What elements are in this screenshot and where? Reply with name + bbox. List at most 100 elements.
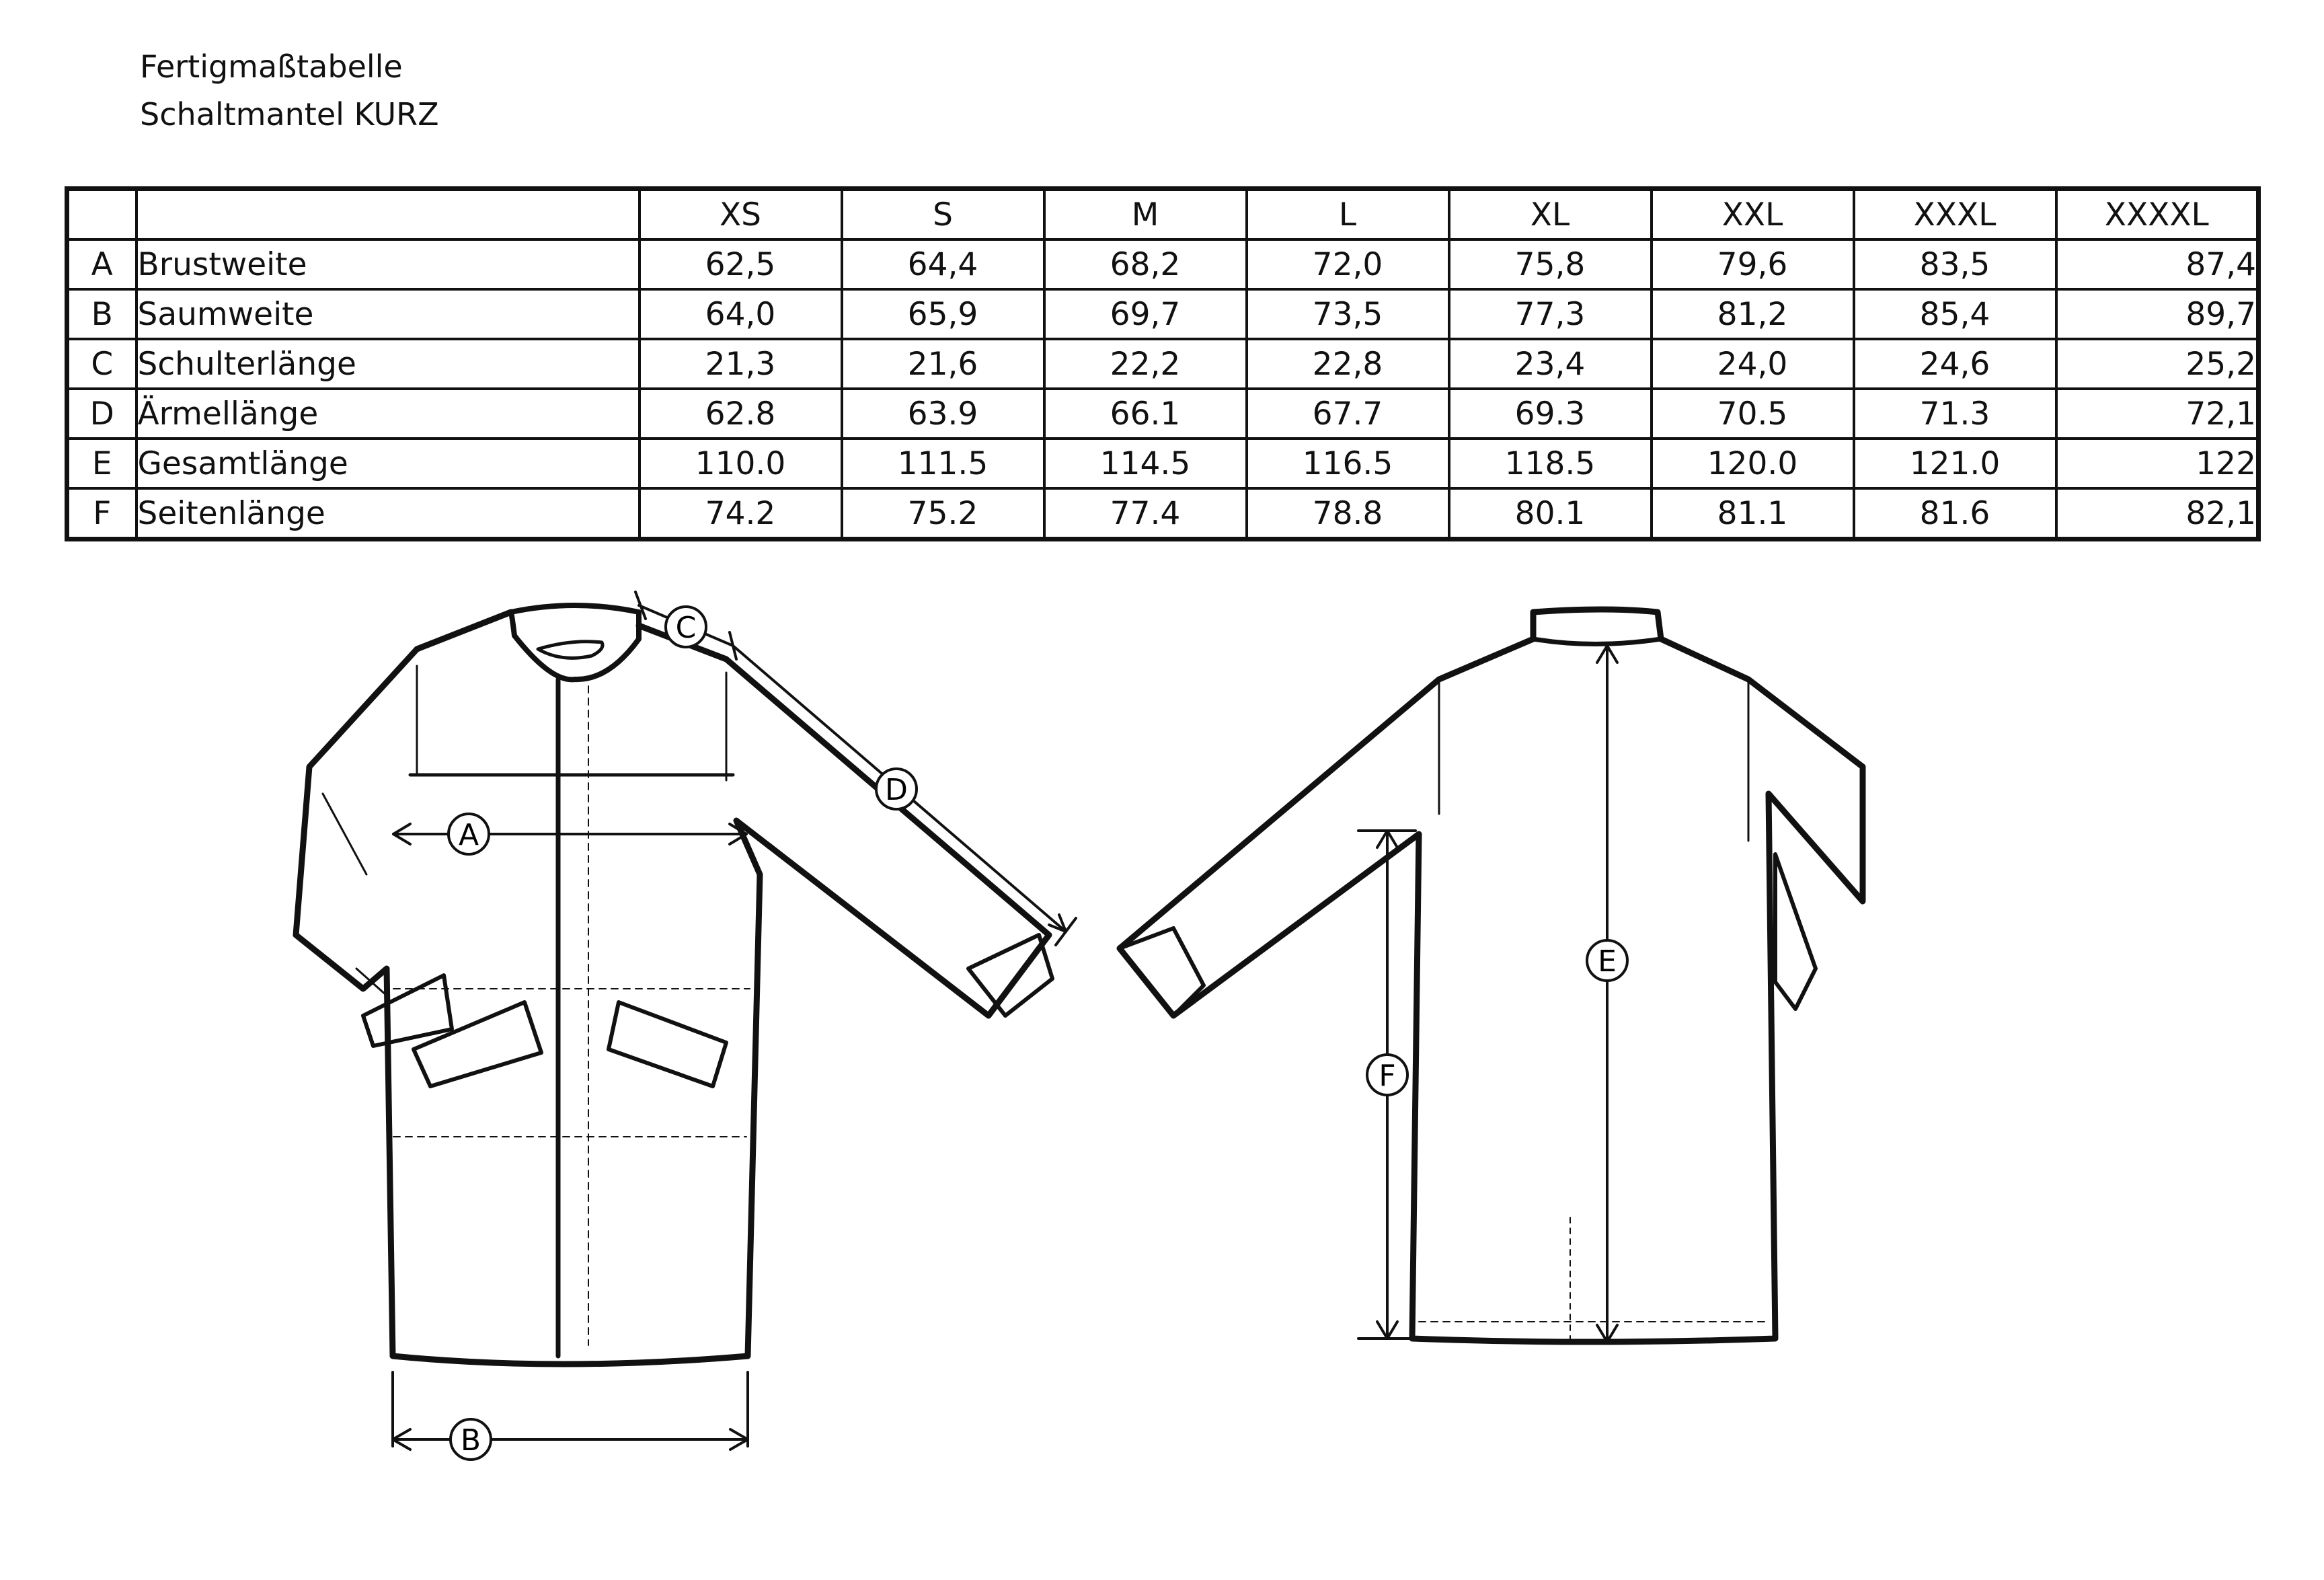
measure-a-arrow-right: [728, 823, 748, 845]
callout-b-label: B: [461, 1423, 481, 1458]
table-cell: 69,7: [1042, 288, 1248, 340]
callout-d: D: [875, 767, 918, 811]
row-label: Schulterlänge: [134, 338, 641, 390]
measure-b-arrow-left: [391, 1428, 412, 1451]
table-cell: 75,8: [1447, 238, 1653, 291]
table-cell: 70.5: [1650, 387, 1855, 440]
document-subtitle: Schaltmantel KURZ: [140, 96, 439, 133]
callout-a-label: A: [459, 818, 479, 852]
table-cell: 122: [2054, 437, 2260, 490]
table-cell: 111.5: [840, 437, 1046, 490]
table-cell: 114.5: [1042, 437, 1248, 490]
table-cell: 81.1: [1650, 487, 1855, 541]
row-code: C: [65, 338, 138, 390]
table-cell: 79,6: [1650, 238, 1855, 291]
measure-b-arrow-right: [729, 1428, 749, 1451]
callout-d-label: D: [885, 773, 908, 807]
size-header-m: M: [1042, 187, 1248, 241]
measure-f-arrow-top: [1376, 829, 1399, 849]
table-cell: 63.9: [840, 387, 1046, 440]
table-cell: 24,6: [1852, 338, 2058, 390]
back-left-cuff: [1118, 926, 1206, 1018]
table-cell: 89,7: [2054, 288, 2260, 340]
left-pocket-flap: [412, 1000, 543, 1088]
table-cell: 25,2: [2054, 338, 2260, 390]
measure-f-arrow-bottom: [1376, 1320, 1399, 1340]
size-header-xxxxl: XXXXL: [2054, 187, 2260, 241]
callout-f-label: F: [1379, 1059, 1395, 1093]
back-coat-outline: [1116, 606, 1866, 1345]
size-header-l: L: [1245, 187, 1450, 241]
back-collar: [1531, 609, 1664, 646]
back-right-cuff: [1773, 852, 1818, 1011]
callout-c-label: C: [676, 611, 697, 645]
table-cell: 81,2: [1650, 288, 1855, 340]
right-pocket-flap: [607, 1000, 728, 1088]
coat-back-view: [1116, 606, 1866, 1345]
table-cell: 78.8: [1245, 487, 1450, 541]
table-cell: 69.3: [1447, 387, 1653, 440]
size-header-xl: XL: [1447, 187, 1653, 241]
callout-e: E: [1586, 939, 1629, 982]
table-header-row: XS S M L XL XXL XXXL XXXXL: [65, 187, 2260, 241]
table-cell: 74.2: [637, 487, 843, 541]
left-cuff: [361, 973, 454, 1048]
table-cell: 71.3: [1852, 387, 2058, 440]
left-sleeve-detail: [321, 792, 368, 876]
measure-e-arrow-top: [1596, 644, 1619, 664]
measure-d-tick-end: [1054, 917, 1077, 946]
table-cell: 120.0: [1650, 437, 1855, 490]
table-cell: 75.2: [840, 487, 1046, 541]
table-cell: 121.0: [1852, 437, 2058, 490]
measure-a-arrow-left: [392, 823, 412, 845]
row-code: F: [65, 487, 138, 541]
table-cell: 116.5: [1245, 437, 1450, 490]
header-blank-code: [65, 187, 138, 241]
size-header-s: S: [840, 187, 1046, 241]
measure-e-arrow-bottom: [1596, 1324, 1619, 1343]
table-cell: 81.6: [1852, 487, 2058, 541]
table-cell: 68,2: [1042, 238, 1248, 291]
table-cell: 118.5: [1447, 437, 1653, 490]
table-cell: 87,4: [2054, 238, 2260, 291]
front-collar: [508, 603, 642, 683]
table-cell: 83,5: [1852, 238, 2058, 291]
callout-f: F: [1366, 1053, 1409, 1096]
table-cell: 22,8: [1245, 338, 1450, 390]
callout-e-label: E: [1598, 944, 1617, 979]
callout-b: B: [449, 1418, 492, 1461]
header-blank-label: [134, 187, 641, 241]
table-cell: 64,0: [637, 288, 843, 340]
table-cell: 72,1: [2054, 387, 2260, 440]
table-cell: 65,9: [840, 288, 1046, 340]
table-cell: 85,4: [1852, 288, 2058, 340]
callout-a: A: [447, 813, 490, 856]
row-code: A: [65, 238, 138, 291]
row-label: Brustweite: [134, 238, 641, 291]
document-title: Fertigmaßtabelle: [140, 48, 403, 85]
row-code: B: [65, 288, 138, 340]
row-label: Gesamtlänge: [134, 437, 641, 490]
table-cell: 21,3: [637, 338, 843, 390]
table-cell: 82,1: [2054, 487, 2260, 541]
callouts: A B C D E F: [447, 605, 1629, 1461]
table-cell: 77.4: [1042, 487, 1248, 541]
size-header-xs: XS: [637, 187, 843, 241]
row-code: E: [65, 437, 138, 490]
table-cell: 67.7: [1245, 387, 1450, 440]
front-coat-outline: [293, 609, 1052, 1367]
table-cell: 77,3: [1447, 288, 1653, 340]
table-cell: 24,0: [1650, 338, 1855, 390]
row-code: D: [65, 387, 138, 440]
measurement-lines: [391, 591, 1619, 1451]
table-cell: 73,5: [1245, 288, 1450, 340]
coat-front-view: [293, 603, 1054, 1367]
table-cell: 62.8: [637, 387, 843, 440]
left-cuff-slit: [355, 967, 388, 997]
table-cell: 66.1: [1042, 387, 1248, 440]
